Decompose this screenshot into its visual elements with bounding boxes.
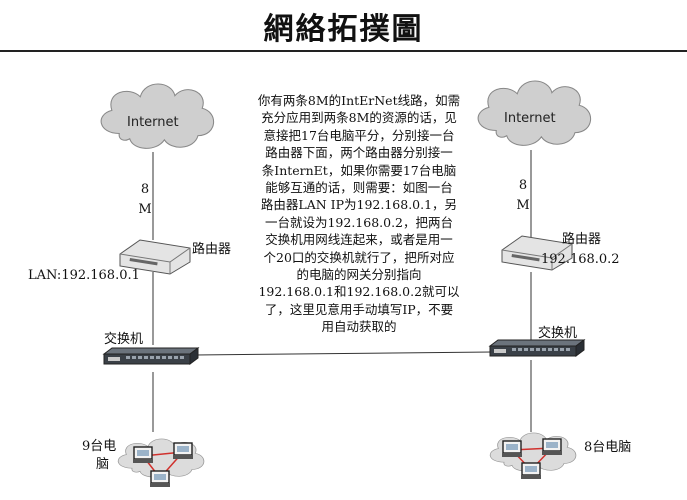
- right-pcs-label: 8台电脑: [584, 440, 632, 455]
- left-router-ip: LAN:192.168.0.1: [28, 268, 140, 283]
- switch-icon: [103, 347, 199, 365]
- switch-to-switch-link: [194, 351, 493, 356]
- computer-icon: [520, 462, 542, 480]
- switch-icon: [489, 339, 585, 357]
- left-router-label: 路由器: [192, 242, 232, 257]
- computer-icon: [501, 440, 523, 458]
- left-internet-label: Internet: [127, 115, 179, 130]
- computer-icon: [541, 438, 563, 456]
- computer-icon: [149, 470, 171, 488]
- connection-lines: [152, 150, 532, 432]
- computer-group-icon: [489, 432, 577, 480]
- computer-group-icon: [117, 438, 205, 488]
- right-switch-label: 交换机: [538, 326, 578, 341]
- left-switch-label: 交换机: [104, 332, 144, 347]
- page-title: 網絡拓撲圖: [263, 12, 424, 47]
- computer-icon: [172, 442, 194, 460]
- computer-icon: [132, 446, 154, 464]
- right-router-ip: 192.168.0.2: [541, 252, 620, 267]
- right-router-label: 路由器: [562, 232, 602, 247]
- title-divider: [0, 50, 687, 52]
- explanation-text: 你有两条8M的IntErNet线路，如需 充分应用到两条8M的资源的话，见 意接…: [257, 93, 461, 335]
- left-pcs-label: 9台电 脑: [82, 439, 117, 472]
- right-internet-label: Internet: [504, 111, 556, 126]
